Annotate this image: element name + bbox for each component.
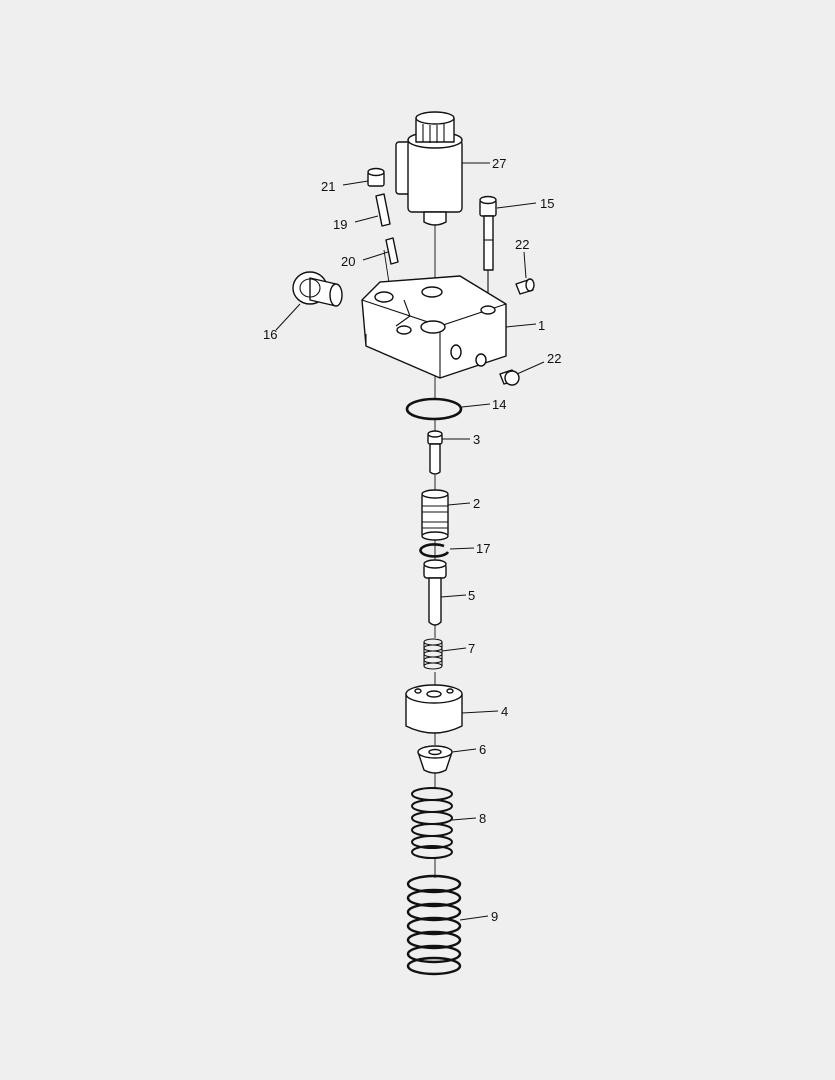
part-9-large-spring bbox=[406, 874, 462, 976]
part-8-spring bbox=[411, 787, 453, 859]
part-27-solenoid bbox=[395, 111, 463, 226]
label-22-right: 22 bbox=[547, 351, 561, 366]
part-19-pin bbox=[375, 193, 391, 227]
part-4-cylinder bbox=[405, 684, 463, 734]
label-15: 15 bbox=[540, 196, 554, 211]
part-1-housing bbox=[361, 275, 507, 379]
label-2: 2 bbox=[473, 496, 480, 511]
label-9: 9 bbox=[491, 909, 498, 924]
part-15-bolt bbox=[479, 195, 497, 300]
part-14-o-ring bbox=[405, 397, 463, 421]
label-22-top: 22 bbox=[515, 237, 529, 252]
part-6-seat bbox=[417, 745, 453, 774]
part-labels: 27 21 15 19 22 20 16 1 22 14 3 2 17 5 7 … bbox=[263, 156, 561, 924]
label-6: 6 bbox=[479, 742, 486, 757]
part-22-plug-right bbox=[499, 369, 520, 386]
leader-lines bbox=[275, 162, 545, 921]
label-27: 27 bbox=[492, 156, 506, 171]
label-4: 4 bbox=[501, 704, 508, 719]
label-17: 17 bbox=[476, 541, 490, 556]
part-16-plug bbox=[292, 271, 343, 307]
part-22-plug-top bbox=[515, 278, 535, 295]
part-7-small-spring bbox=[423, 638, 443, 670]
label-7: 7 bbox=[468, 641, 475, 656]
label-19: 19 bbox=[333, 217, 347, 232]
label-16: 16 bbox=[263, 327, 277, 342]
part-21-cap bbox=[367, 167, 385, 187]
label-3: 3 bbox=[473, 432, 480, 447]
part-20-pin bbox=[385, 237, 399, 265]
label-1: 1 bbox=[538, 318, 545, 333]
label-5: 5 bbox=[468, 588, 475, 603]
part-17-snap-ring bbox=[419, 543, 450, 558]
label-14: 14 bbox=[492, 397, 506, 412]
label-8: 8 bbox=[479, 811, 486, 826]
label-21: 21 bbox=[321, 179, 335, 194]
label-20: 20 bbox=[341, 254, 355, 269]
part-5-piston bbox=[423, 559, 447, 626]
part-3-valve-pin bbox=[427, 430, 443, 475]
part-2-valve-sleeve bbox=[421, 489, 449, 541]
